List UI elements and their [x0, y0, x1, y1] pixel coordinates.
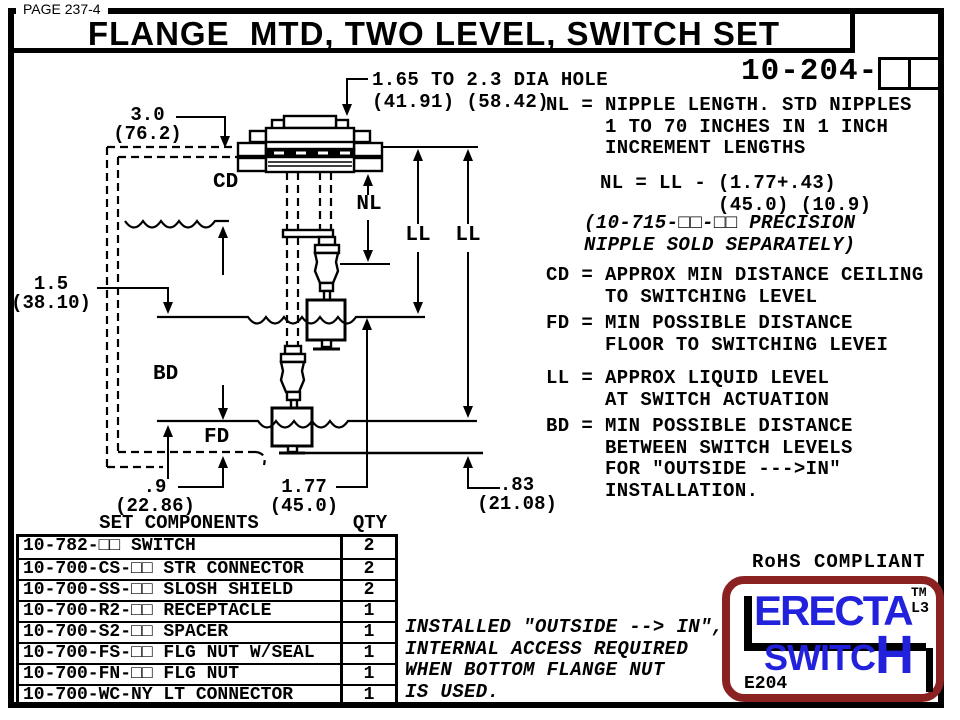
dim-upper-offset: 1.5 (38.10) — [11, 273, 91, 314]
part-number-text: 10-204- — [741, 54, 879, 89]
label-ll-upper: LL — [405, 224, 431, 247]
ceiling-liquid-wave — [124, 219, 229, 229]
upper-switch-level-line — [157, 315, 425, 325]
liquid-level-lines — [124, 219, 483, 455]
qty-cell: 1 — [340, 623, 395, 642]
part-number-cell: 10-700-SS-□□ SLOSH SHIELD — [23, 581, 294, 600]
table-row: 10-700-CS-□□ STR CONNECTOR 2 — [19, 558, 395, 579]
logo-bracket-horizontal — [744, 643, 926, 651]
upper-level-switch — [281, 228, 347, 351]
note-ll-definition: LL = APPROX LIQUID LEVEL AT SWITCH ACTUA… — [546, 367, 830, 411]
qty-cell: 1 — [340, 602, 395, 621]
part-number: 10-204- — [741, 54, 942, 90]
logo-e204-code: E204 — [744, 674, 788, 694]
table-row: 10-700-S2-□□ SPACER 1 — [19, 621, 395, 642]
label-ll-lower: LL — [455, 224, 481, 247]
table-row: 10-782-□□ SWITCH 2 — [19, 537, 395, 558]
logo-bracket-vertical — [744, 596, 752, 651]
note-hole-diameter: 1.65 TO 2.3 DIA HOLE (41.91) (58.42) — [372, 69, 609, 113]
part-number-cell: 10-700-CS-□□ STR CONNECTOR — [23, 560, 304, 579]
label-bd: BD — [153, 363, 179, 386]
qty-cell: 1 — [340, 644, 395, 663]
qty-cell: 1 — [340, 665, 395, 684]
table-row: 10-700-FS-□□ FLG NUT W/SEAL 1 — [19, 642, 395, 663]
flange-assembly — [236, 114, 384, 174]
qty-cell: 2 — [340, 560, 395, 579]
rohs-compliant-label: RoHS COMPLIANT — [752, 551, 926, 573]
table-row: 10-700-SS-□□ SLOSH SHIELD 2 — [19, 579, 395, 600]
dim-actuation-offset: 1.77 (45.0) — [269, 476, 339, 517]
flange-gasket — [264, 147, 356, 159]
logo-l3-mark: L3 — [911, 600, 930, 617]
qty-cell: 2 — [340, 581, 395, 600]
part-number-blank-box — [878, 57, 912, 90]
lower-level-switch — [270, 344, 314, 455]
label-nl: NL — [356, 193, 382, 216]
qty-cell: 2 — [340, 537, 395, 558]
note-fd-definition: FD = MIN POSSIBLE DISTANCE FLOOR TO SWIT… — [546, 312, 889, 356]
upper-float — [305, 298, 347, 342]
components-table-header: SET COMPONENTS QTY — [16, 512, 398, 534]
table-row: 10-700-R2-□□ RECEPTACLE 1 — [19, 600, 395, 621]
part-number-blank-box — [911, 57, 942, 90]
part-number-cell: 10-700-S2-□□ SPACER — [23, 623, 229, 642]
label-fd: FD — [204, 426, 230, 449]
part-number-cell: 10-700-R2-□□ RECEPTACLE — [23, 602, 272, 621]
erecta-switch-logo: ERECTA TM L3 SWITC H E204 — [722, 576, 944, 702]
note-cd-definition: CD = APPROX MIN DISTANCE CEILING TO SWIT… — [546, 264, 924, 308]
logo-switch-main: SWITC — [764, 637, 876, 678]
logo-tm-mark: TM — [911, 585, 927, 600]
title-box — [8, 8, 855, 53]
page-number-label: PAGE 237-4 — [16, 1, 108, 17]
label-cd: CD — [213, 171, 239, 194]
note-installation: INSTALLED "OUTSIDE --> IN", INTERNAL ACC… — [405, 616, 724, 703]
dim-flange-height: 3.0 (76.2) — [113, 104, 182, 145]
qty-cell: 1 — [340, 686, 395, 705]
dimension-lines — [97, 78, 500, 489]
part-number-cell: 10-782-□□ SWITCH — [23, 537, 196, 556]
table-row: 10-700-FN-□□ FLG NUT 1 — [19, 663, 395, 684]
lower-switch-level-line — [157, 419, 477, 429]
logo-erecta-text: ERECTA — [754, 587, 914, 634]
dim-floor-distance: .9 (22.86) — [115, 476, 195, 517]
header-set-components: SET COMPONENTS — [99, 512, 259, 534]
page-title: FLANGE MTD, TWO LEVEL, SWITCH SET — [87, 15, 781, 52]
table-row: 10-700-WC-NY LT CONNECTOR 1 — [19, 684, 395, 705]
header-qty: QTY — [352, 512, 388, 534]
dim-floor-clearance: .83 (21.08) — [477, 474, 557, 515]
logo-switch-text: SWITC H — [764, 625, 914, 685]
components-table: 10-782-□□ SWITCH 2 10-700-CS-□□ STR CONN… — [16, 534, 398, 708]
part-number-cell: 10-700-FN-□□ FLG NUT — [23, 665, 240, 684]
dimension-arrowheads — [163, 104, 473, 468]
note-bd-definition: BD = MIN POSSIBLE DISTANCE BETWEEN SWITC… — [546, 415, 853, 502]
logo-switch-h: H — [874, 625, 914, 685]
part-number-cell: 10-700-FS-□□ FLG NUT W/SEAL — [23, 644, 315, 663]
note-precision-nipple: (10-715-□□-□□ PRECISION NIPPLE SOLD SEPA… — [584, 212, 856, 256]
logo-bracket-right — [926, 648, 933, 692]
note-nipple-length: NL = NIPPLE LENGTH. STD NIPPLES 1 TO 70 … — [546, 94, 912, 159]
note-nl-formula: NL = LL - (1.77+.43) (45.0) (10.9) — [600, 172, 872, 216]
part-number-cell: 10-700-WC-NY LT CONNECTOR — [23, 686, 294, 705]
